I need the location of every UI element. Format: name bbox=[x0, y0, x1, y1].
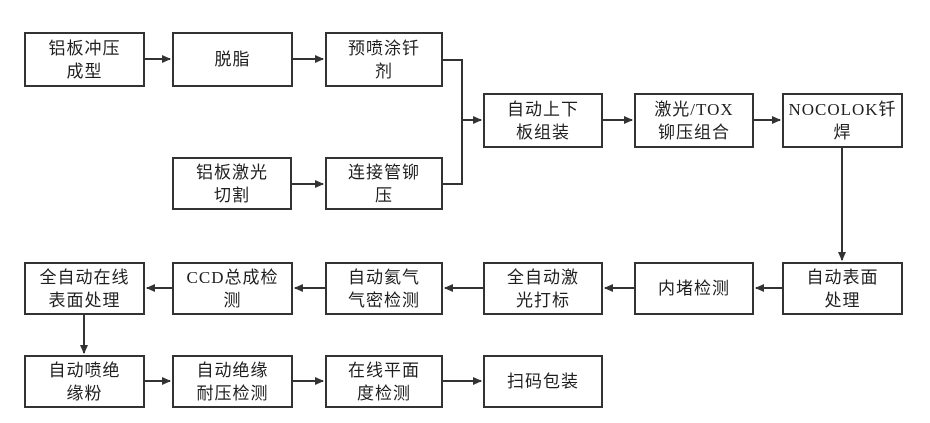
node-flux-precoating: 预喷涂钎 剂 bbox=[325, 32, 443, 87]
node-scan-and-packing: 扫码包装 bbox=[483, 355, 603, 408]
node-inline-flatness-test: 在线平面 度检测 bbox=[325, 355, 443, 408]
node-helium-leak-test: 自动氦气 气密检测 bbox=[325, 262, 443, 315]
node-insulation-powder-spray: 自动喷绝 缘粉 bbox=[24, 355, 145, 408]
node-degreasing: 脱脂 bbox=[172, 32, 293, 87]
node-auto-plate-assembly: 自动上下 板组装 bbox=[483, 93, 603, 148]
node-insulation-hipot-test: 自动绝缘 耐压检测 bbox=[172, 355, 293, 408]
node-nocolok-brazing: NOCOLOK钎 焊 bbox=[782, 93, 903, 148]
node-inner-plug-inspection: 内堵检测 bbox=[634, 262, 754, 315]
node-laser-tox-riveting: 激光/TOX 铆压组合 bbox=[634, 93, 754, 148]
node-inline-surface-treatment: 全自动在线 表面处理 bbox=[24, 262, 145, 315]
node-ccd-assembly-inspection: CCD总成检 测 bbox=[172, 262, 293, 315]
node-aluminum-stamping: 铝板冲压 成型 bbox=[24, 32, 145, 87]
node-auto-laser-marking: 全自动激 光打标 bbox=[483, 262, 603, 315]
node-auto-surface-treatment: 自动表面 处理 bbox=[782, 262, 903, 315]
edge-merge-elbow bbox=[443, 59, 463, 185]
node-aluminum-laser-cutting: 铝板激光 切割 bbox=[172, 157, 292, 210]
node-tube-riveting: 连接管铆 压 bbox=[325, 157, 443, 210]
